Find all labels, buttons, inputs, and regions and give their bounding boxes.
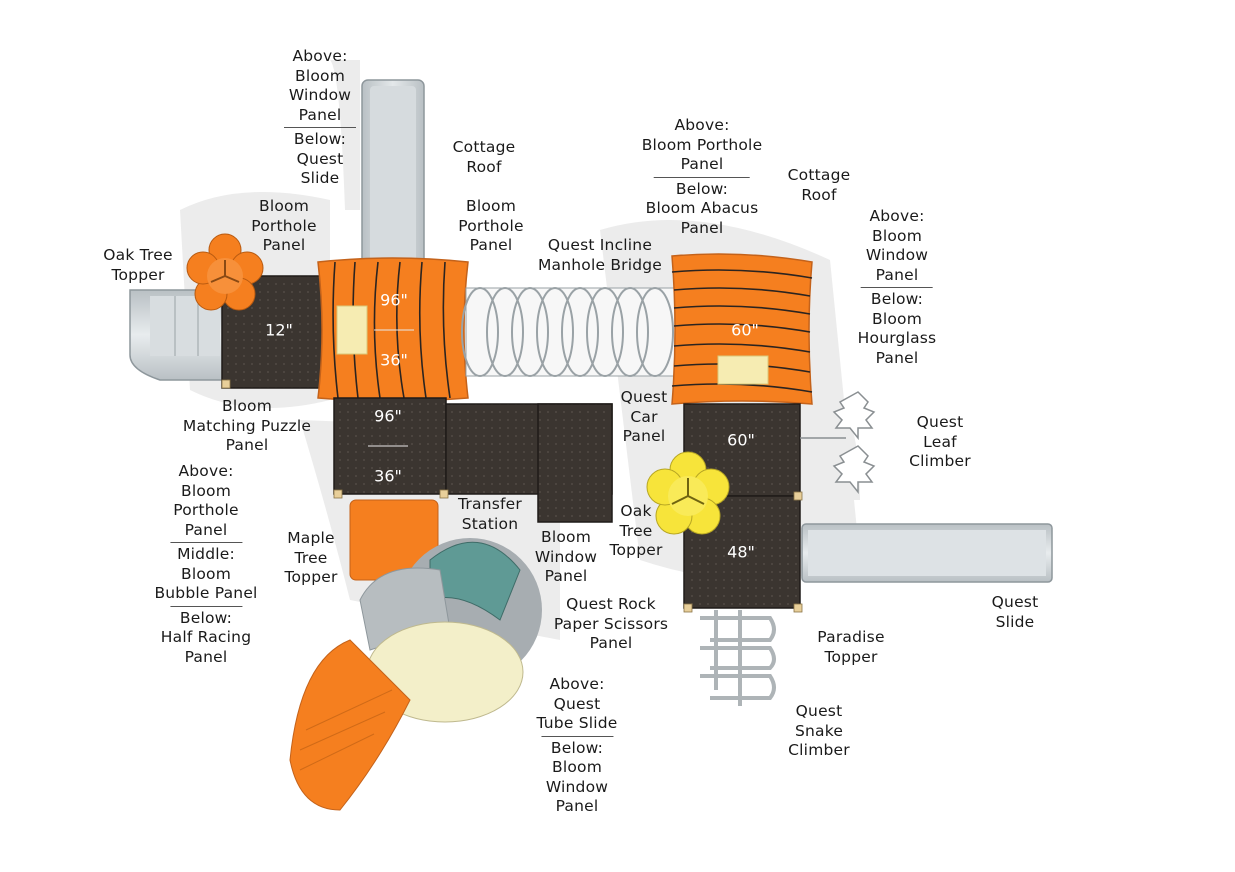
label-stack-porthole-abacus: Above: Bloom Porthole Panel Below: Bloom… (642, 116, 763, 238)
deck-96-top-value: 96" (380, 290, 408, 310)
label-bloom-porthole-left: Bloom Porthole Panel (251, 197, 317, 254)
cottage-roof-right (671, 253, 813, 405)
label-oak-tree-topper-left: Oak Tree Topper (103, 246, 173, 284)
deck-96-36-bottom-label: 96" 36" (368, 388, 408, 505)
label-above-bloom-porthole-left: Above: Bloom Porthole Panel (173, 462, 239, 539)
deck-12-label: 12" (265, 320, 293, 340)
label-quest-car-panel: Quest Car Panel (620, 388, 668, 445)
label-quest-snake-climber: Quest Snake Climber (788, 702, 850, 759)
label-transfer-station: Transfer Station (458, 495, 522, 533)
label-middle-bloom-bubble: Middle: Bloom Bubble Panel (154, 545, 258, 602)
label-bloom-window-center: Bloom Window Panel (534, 528, 598, 585)
deck-48-label: 48" (727, 542, 755, 562)
label-below-quest-slide-top: Below: Quest Slide (293, 130, 347, 187)
label-quest-incline-bridge: Quest Incline Manhole Bridge (537, 236, 663, 274)
label-stack-window-hourglass: Above: Bloom Window Panel Below: Bloom H… (858, 207, 937, 368)
label-below-bloom-hourglass: Below: Bloom Hourglass Panel (857, 290, 937, 367)
deck-36-bottom-value: 36" (374, 466, 402, 486)
label-stack-tube-window: Above: Quest Tube Slide Below: Bloom Win… (536, 675, 617, 817)
label-stack-left-panels: Above: Bloom Porthole Panel Middle: Bloo… (154, 462, 257, 667)
label-above-quest-tube-slide: Above: Quest Tube Slide (536, 675, 618, 732)
deck-36-top-value: 36" (380, 350, 408, 370)
quest-slide-right (801, 523, 1053, 583)
deck-60-label: 60" (727, 430, 755, 450)
label-above-bloom-window-top: Above: Bloom Window Panel (288, 47, 352, 124)
label-paradise-topper: Paradise Topper (817, 628, 885, 666)
label-bloom-matching-puzzle: Bloom Matching Puzzle Panel (182, 397, 312, 454)
left-short-slide (129, 289, 226, 381)
label-cottage-roof-right: Cottage Roof (787, 166, 851, 204)
deck-96-36-top-label: 96" 36" (374, 272, 414, 389)
label-below-half-racing: Below: Half Racing Panel (160, 608, 252, 666)
label-stack-top-window-slide: Above: Bloom Window Panel Below: Quest S… (284, 47, 356, 189)
label-quest-slide-right: Quest Slide (991, 593, 1039, 631)
label-below-bloom-window-bottom: Below: Bloom Window Panel (545, 738, 609, 816)
label-cottage-roof-left: Cottage Roof (452, 138, 516, 176)
transfer-station (445, 403, 613, 523)
deck-96-bottom-value: 96" (374, 406, 402, 426)
label-bloom-porthole-mid: Bloom Porthole Panel (458, 197, 524, 254)
quest-leaf-climber (800, 391, 876, 495)
label-quest-rock-paper: Quest Rock Paper Scissors Panel (553, 595, 669, 652)
quest-snake-climber (700, 610, 776, 706)
quest-tube-slide (289, 499, 542, 811)
oak-tree-topper-orange (186, 233, 264, 311)
label-below-bloom-abacus: Below: Bloom Abacus Panel (645, 179, 759, 237)
quest-slide-top (361, 79, 425, 266)
corner-posts (221, 379, 803, 613)
label-above-bloom-window-right: Above: Bloom Window Panel (865, 207, 929, 284)
deck-60-roof-label: 60" (731, 320, 759, 340)
oak-tree-topper-yellow (646, 451, 730, 535)
label-above-bloom-porthole-right: Above: Bloom Porthole Panel (641, 116, 763, 173)
label-oak-tree-topper-center: Oak Tree Topper (609, 502, 663, 559)
label-quest-leaf-climber: Quest Leaf Climber (909, 413, 971, 470)
label-maple-tree-topper: Maple Tree Topper (284, 529, 338, 586)
quest-incline-manhole-bridge (461, 287, 677, 377)
